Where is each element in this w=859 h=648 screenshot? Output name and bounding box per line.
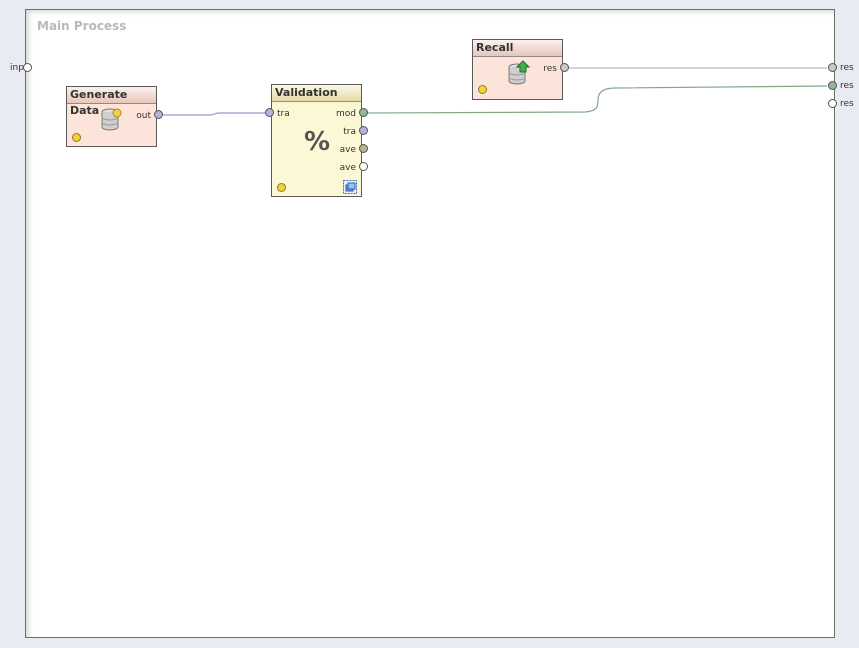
process-output-label-1: res (840, 63, 854, 73)
process-output-port-1[interactable] (828, 63, 837, 72)
status-indicator (478, 85, 487, 94)
output-port-label-tra: tra (343, 127, 356, 137)
process-input-label: inp (10, 63, 24, 73)
process-input-port[interactable] (23, 63, 32, 72)
output-port-label: out (136, 111, 151, 121)
operator-title: Generate Data (67, 87, 156, 117)
input-port-label: tra (277, 109, 290, 119)
validation-out-port-mod[interactable] (359, 108, 368, 117)
output-port-label-ave2: ave (339, 163, 356, 173)
status-indicator (277, 183, 286, 192)
validation-out-port-tra[interactable] (359, 126, 368, 135)
subprocess-icon[interactable] (343, 180, 357, 194)
validation-out-port-ave2[interactable] (359, 162, 368, 171)
output-port-label-mod: mod (336, 109, 356, 119)
output-port-label-ave1: ave (339, 145, 356, 155)
process-output-port-3[interactable] (828, 99, 837, 108)
process-output-port-2[interactable] (828, 81, 837, 90)
process-output-label-3: res (840, 99, 854, 109)
output-port-label: res (543, 64, 557, 74)
operator-validation[interactable]: Validation tra mod tra ave ave % (271, 84, 362, 197)
validation-out-port-ave1[interactable] (359, 144, 368, 153)
recall-out-port[interactable] (560, 63, 569, 72)
database-add-icon (101, 108, 122, 131)
percent-icon: % (304, 127, 331, 157)
generate-data-out-port[interactable] (154, 110, 163, 119)
operator-recall[interactable]: Recall res (472, 39, 563, 100)
status-indicator (72, 133, 81, 142)
operator-title: Recall (473, 40, 562, 57)
validation-in-port-tra[interactable] (265, 108, 274, 117)
process-output-label-2: res (840, 81, 854, 91)
process-title: Main Process (37, 19, 127, 33)
operator-title: Validation (272, 85, 361, 102)
database-recall-icon (508, 60, 530, 85)
operator-generate-data[interactable]: Generate Data out (66, 86, 157, 147)
